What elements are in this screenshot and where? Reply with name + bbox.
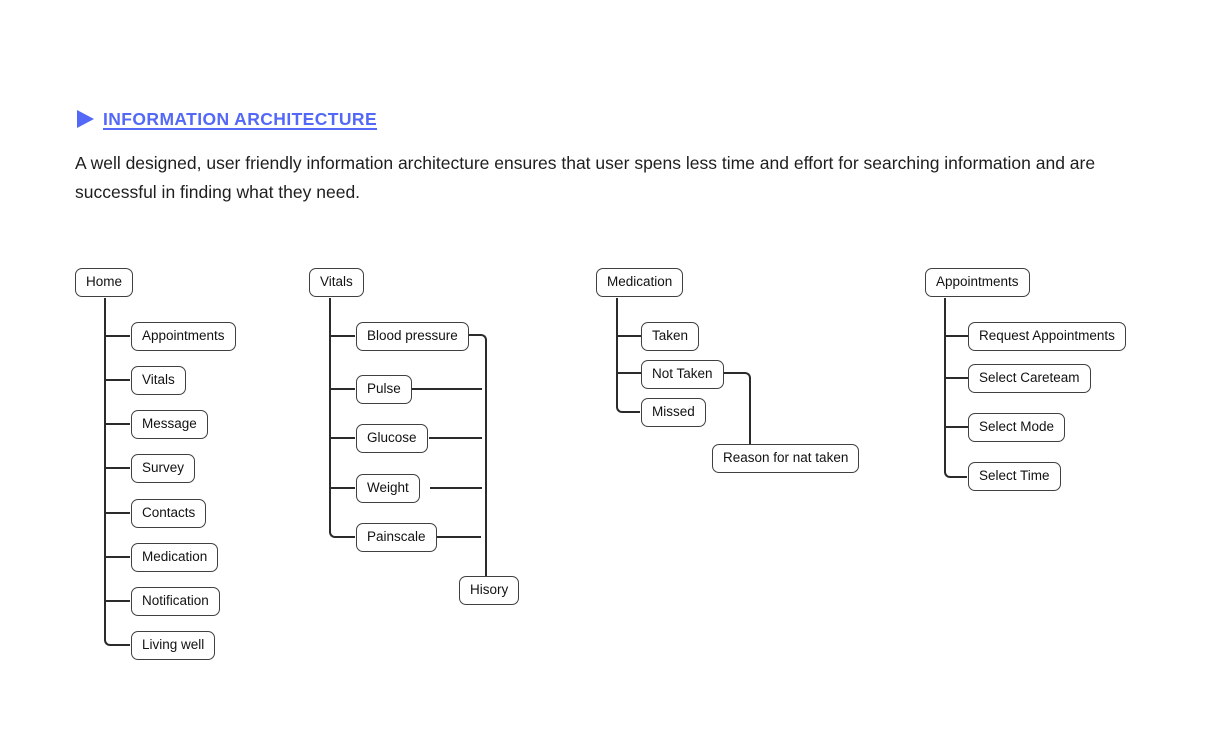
connector-line: [412, 388, 482, 390]
play-triangle-icon: [77, 110, 94, 128]
connector-line: [329, 335, 355, 337]
node-appointments-root: Appointments: [925, 268, 1030, 297]
tree-home-trunk-line: [104, 298, 130, 646]
connector-line: [430, 487, 482, 489]
node-appointments: Appointments: [131, 322, 236, 351]
node-taken: Taken: [641, 322, 700, 351]
history-rail-line: [461, 334, 487, 576]
node-select-time: Select Time: [968, 462, 1061, 491]
section-title-link[interactable]: INFORMATION ARCHITECTURE: [103, 109, 378, 129]
node-vitals-root: Vitals: [309, 268, 364, 297]
connector-line: [616, 372, 641, 374]
connector-line: [104, 600, 130, 602]
connector-line: [329, 388, 355, 390]
connector-line: [616, 335, 641, 337]
connector-line: [944, 335, 968, 337]
node-vitals: Vitals: [131, 366, 186, 395]
node-blood-pressure: Blood pressure: [356, 322, 469, 351]
tree-appointments-trunk-line: [944, 298, 967, 478]
node-reason-for-not-taken: Reason for nat taken: [712, 444, 860, 473]
not-taken-branch-line: [723, 372, 751, 444]
intro-paragraph: A well designed, user friendly informati…: [75, 153, 1096, 202]
tree-vitals-trunk-line: [329, 298, 355, 538]
connector-line: [104, 556, 130, 558]
connector-line: [944, 426, 968, 428]
node-missed: Missed: [641, 398, 706, 427]
connector-line: [104, 379, 130, 381]
node-home: Home: [75, 268, 134, 297]
node-glucose: Glucose: [356, 424, 428, 453]
node-living-well: Living well: [131, 631, 216, 660]
connector-line: [436, 536, 481, 538]
node-survey: Survey: [131, 454, 196, 483]
node-medication-root: Medication: [596, 268, 684, 297]
node-select-careteam: Select Careteam: [968, 364, 1091, 393]
connector-line: [104, 335, 130, 337]
node-message: Message: [131, 410, 208, 439]
node-notification: Notification: [131, 587, 220, 616]
connector-line: [329, 487, 355, 489]
connector-line: [429, 437, 482, 439]
tree-medication-trunk-line: [616, 298, 640, 413]
node-contacts: Contacts: [131, 499, 207, 528]
node-not-taken: Not Taken: [641, 360, 724, 389]
connector-line: [104, 512, 130, 514]
connector-line: [104, 467, 130, 469]
node-pulse: Pulse: [356, 375, 412, 404]
node-select-mode: Select Mode: [968, 413, 1066, 442]
connector-line: [329, 437, 355, 439]
node-medication: Medication: [131, 543, 219, 572]
node-painscale: Painscale: [356, 523, 437, 552]
connector-line: [104, 423, 130, 425]
node-weight: Weight: [356, 474, 420, 503]
node-history: Hisory: [459, 576, 520, 605]
connector-line: [944, 377, 968, 379]
node-request-appointments: Request Appointments: [968, 322, 1126, 351]
